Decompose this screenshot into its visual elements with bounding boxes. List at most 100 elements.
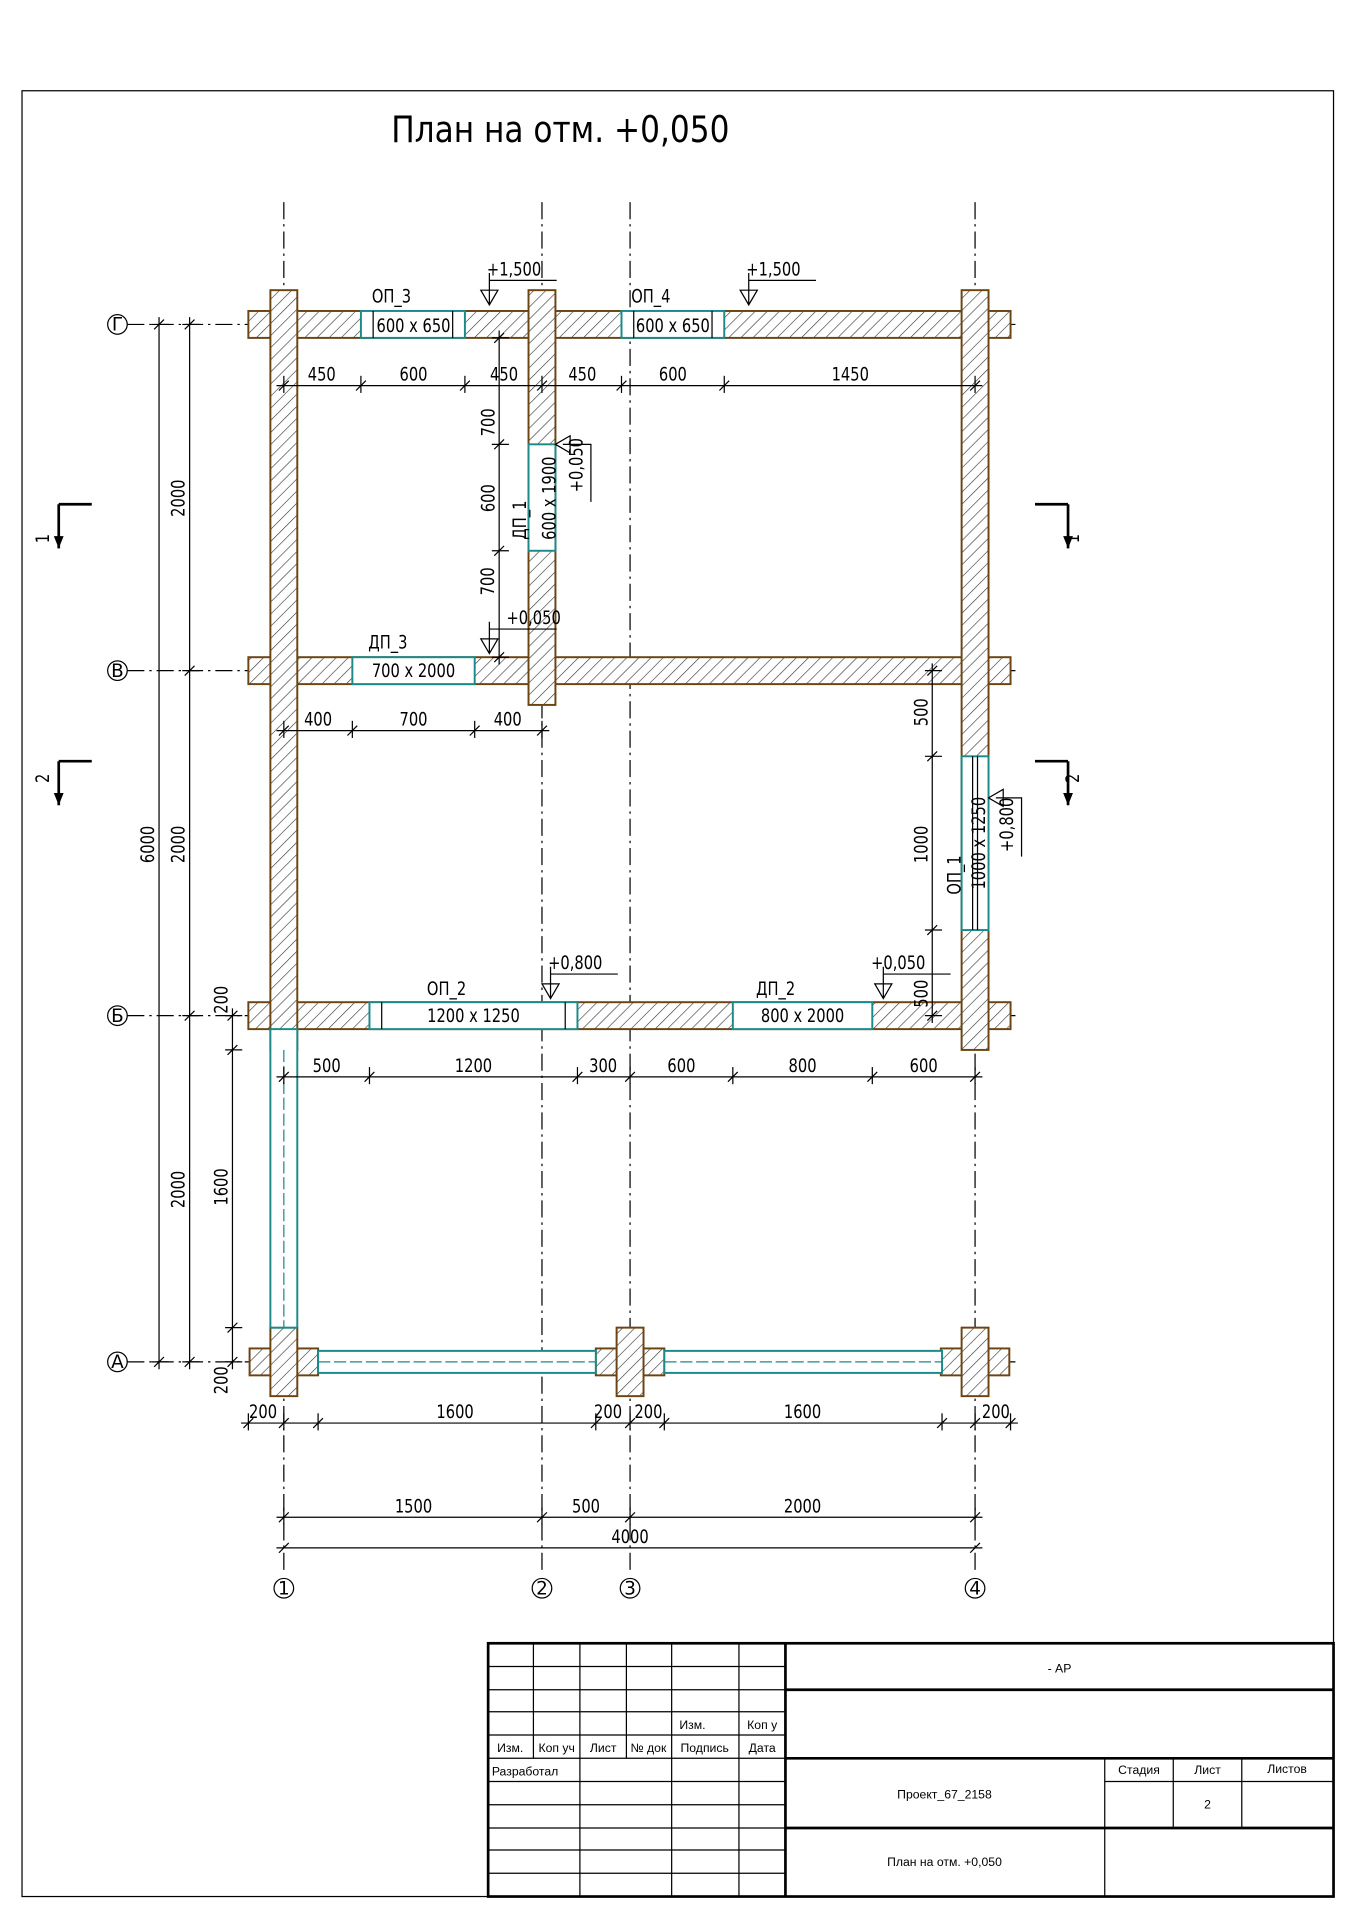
opening-mark: ДП_1 bbox=[510, 501, 532, 540]
axis-label: 3 bbox=[624, 1578, 636, 1599]
tb-column-header: Подпись bbox=[681, 1741, 729, 1755]
axis-bubble bbox=[273, 1577, 295, 1599]
level-label: +1,500 bbox=[746, 259, 800, 280]
corner-post bbox=[269, 1326, 299, 1398]
opening-size: 600 x 650 bbox=[377, 315, 451, 336]
level-marker-icon bbox=[739, 273, 817, 307]
overall-width-label: 4000 bbox=[611, 1526, 648, 1547]
section-arrow-icon bbox=[1063, 536, 1073, 549]
dimension-label: 300 bbox=[589, 1055, 617, 1076]
tb-sheet-number: 2 bbox=[1204, 1797, 1211, 1811]
level-marker-icon bbox=[987, 788, 1023, 857]
section-label: 1 bbox=[32, 534, 53, 543]
dimension-label: 400 bbox=[304, 709, 332, 730]
level-label: +0,800 bbox=[996, 798, 1017, 852]
opening-op3 bbox=[359, 309, 466, 339]
tb-column-header: Изм. bbox=[497, 1741, 523, 1755]
axis-label: 4 bbox=[969, 1578, 981, 1599]
dimension-label: 1000 bbox=[911, 826, 932, 863]
wall-horizontal bbox=[247, 1001, 1012, 1031]
section-label: 2 bbox=[1062, 774, 1083, 783]
section-arrow-icon bbox=[53, 793, 64, 806]
opening-mark: ДП_2 bbox=[756, 978, 795, 1000]
section-arrow-icon bbox=[53, 536, 64, 549]
openings bbox=[269, 309, 990, 1374]
opening-mark: ОП_1 bbox=[944, 855, 966, 894]
dimension-label: 500 bbox=[572, 1496, 600, 1517]
section-mark-icon bbox=[57, 502, 92, 549]
opening-size: 600 x 1900 bbox=[539, 456, 560, 539]
opening-mark: ОП_2 bbox=[427, 978, 466, 1000]
wall-axis-4 bbox=[960, 289, 990, 1051]
level-marker-icon bbox=[554, 434, 592, 502]
level-label: +1,500 bbox=[487, 259, 541, 280]
axis-bubble bbox=[107, 1351, 128, 1373]
dimension-label: 500 bbox=[911, 698, 932, 726]
opening-size: 700 x 2000 bbox=[372, 660, 455, 681]
dimension-label: 700 bbox=[478, 408, 499, 436]
dimension-label: 2000 bbox=[784, 1496, 821, 1517]
dim-tick bbox=[278, 1542, 290, 1554]
dimension-label: 600 bbox=[400, 364, 428, 385]
tb-label: Коп у bbox=[747, 1718, 778, 1732]
tb-stage-header: Стадия bbox=[1118, 1763, 1160, 1777]
dimension-label: 700 bbox=[400, 709, 428, 730]
axis-bubble bbox=[107, 1005, 128, 1027]
dimension-label: 600 bbox=[478, 484, 499, 512]
level-marker-icon bbox=[873, 966, 951, 1000]
dimension-label: 500 bbox=[313, 1055, 341, 1076]
tb-column-header: № док bbox=[631, 1741, 667, 1755]
axis-bubble bbox=[107, 314, 128, 335]
dimension-label: 500 bbox=[911, 980, 932, 1008]
dimension-label: 200 bbox=[982, 1402, 1010, 1423]
dimension-label: 200 bbox=[211, 1366, 232, 1394]
section-mark-icon bbox=[57, 759, 92, 806]
dimension-label: 450 bbox=[490, 364, 518, 385]
walls bbox=[247, 289, 1012, 1398]
opening-op1 bbox=[960, 755, 990, 932]
level-marker-icon bbox=[540, 966, 618, 1000]
level-label: +0,050 bbox=[871, 953, 925, 974]
axis-bubble bbox=[964, 1577, 986, 1599]
tb-column-header: Коп уч bbox=[538, 1741, 574, 1755]
opening-size: 1200 x 1250 bbox=[427, 1005, 520, 1026]
level-marker-icon bbox=[479, 273, 557, 307]
section-arrow-icon bbox=[1063, 793, 1073, 806]
section-mark-icon bbox=[1035, 759, 1070, 806]
axis-label: 1 bbox=[278, 1578, 290, 1599]
drawing-title: План на отм. +0,050 bbox=[391, 109, 729, 152]
level-label: +0,800 bbox=[548, 953, 602, 974]
level-label: +0,050 bbox=[566, 438, 587, 492]
grid-axes: 1 2 3 4 Г В Б А bbox=[107, 202, 1016, 1599]
wall-axis-1 bbox=[269, 289, 299, 1051]
dimension-label: 450 bbox=[568, 364, 596, 385]
dimension-label: 700 bbox=[478, 567, 499, 595]
axis-label: Г bbox=[112, 315, 123, 336]
dimension-label: 400 bbox=[494, 709, 522, 730]
dimension-label: 600 bbox=[667, 1055, 695, 1076]
level-marker-icon bbox=[479, 621, 557, 655]
axis-label: Б bbox=[111, 1006, 124, 1027]
overall-height-label: 6000 bbox=[138, 826, 159, 863]
axis-label: А bbox=[111, 1352, 124, 1373]
title-block-frame bbox=[486, 1641, 1335, 1898]
tb-project: Проект_67_2158 bbox=[897, 1788, 992, 1802]
tb-sheet-title: План на отм. +0,050 bbox=[887, 1855, 1002, 1869]
tb-sheets-header: Листов bbox=[1267, 1762, 1307, 1776]
opening-size: 800 x 2000 bbox=[761, 1005, 844, 1026]
opening-size: 600 x 650 bbox=[636, 315, 710, 336]
axis-bubble bbox=[531, 1577, 553, 1599]
level-label: +0,050 bbox=[506, 608, 560, 629]
axis-label: 2 bbox=[536, 1578, 548, 1599]
dimension-label: 1450 bbox=[832, 364, 869, 385]
axis-label: В bbox=[111, 661, 124, 682]
dimension-label: 200 bbox=[634, 1402, 662, 1423]
dimension-label: 1500 bbox=[395, 1496, 432, 1517]
opening-op2 bbox=[368, 1001, 579, 1031]
dim-tick bbox=[969, 1542, 981, 1554]
opening-op4 bbox=[620, 309, 726, 339]
